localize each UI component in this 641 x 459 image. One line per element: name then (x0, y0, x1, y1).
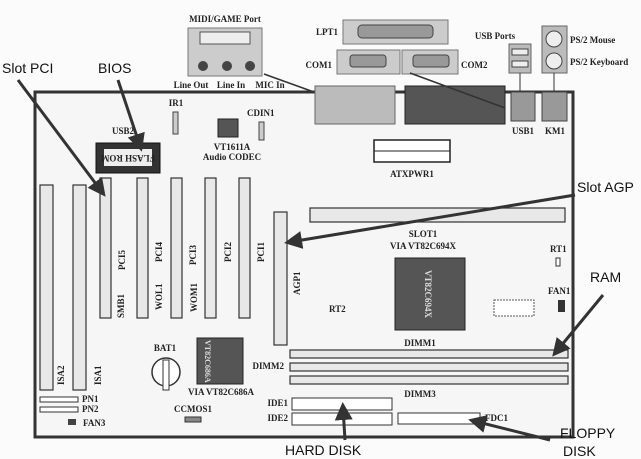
usb1-label: USB1 (512, 126, 535, 136)
bios-chip: FLASH ROM (95, 142, 161, 174)
rt1-sensor (555, 257, 561, 267)
annotation-floppy: FLOPPY (560, 425, 616, 441)
com1-label: COM1 (306, 60, 333, 70)
atx-power-connector: ATXPWR1 (373, 139, 451, 179)
agp1-label: AGP1 (292, 271, 302, 295)
annotation-ram: RAM (590, 269, 621, 285)
pci5-slot (99, 177, 112, 319)
line-out-label: Line Out (174, 80, 209, 90)
usb-ports-label: USB Ports (475, 31, 516, 41)
bios-chip-label: FLASH ROM (100, 153, 155, 163)
midi-game-port: MIDI/GAME Port Line Out Line In MIC In (174, 14, 351, 106)
pn1-header (39, 396, 79, 403)
pci2-label: PCI2 (223, 242, 233, 262)
annotation-hard-disk: HARD DISK (285, 442, 362, 458)
rt1-label: RT1 (550, 244, 567, 254)
arrow-floppy (468, 415, 551, 442)
annotation-slot-pci: Slot PCI (2, 60, 53, 76)
ps2-keyboard-label: PS/2 Keyboard (570, 57, 628, 67)
northbridge-chip: VT82C694X (394, 257, 466, 331)
audio-chip-label: VT1611A (214, 142, 251, 152)
northbridge-label: VIA VT82C694X (390, 241, 457, 251)
dimm3-slot (289, 375, 569, 385)
pci3-slot (170, 177, 183, 319)
dimm2-label: DIMM2 (253, 361, 285, 371)
fan3-label: FAN3 (83, 418, 106, 428)
arrow-hard-disk (334, 402, 353, 441)
cdin1-label: CDIN1 (247, 108, 275, 118)
pn1-label: PN1 (82, 394, 99, 404)
jumper-block (493, 299, 535, 317)
ccmos1-jumper (184, 416, 202, 423)
line-in-label: Line In (217, 80, 245, 90)
dimm1-label: DIMM1 (404, 338, 436, 348)
agp1-slot (273, 211, 288, 346)
pci1-label: PCI1 (256, 242, 266, 262)
annotation-disk: DISK (563, 443, 596, 459)
fan1-label: FAN1 (548, 286, 571, 296)
slot1-cpu-slot (309, 207, 566, 223)
usb1-header (510, 91, 536, 122)
dimm3-label: DIMM3 (404, 389, 436, 399)
wom1-label: WOM1 (189, 283, 199, 312)
annotation-bios: BIOS (98, 60, 131, 76)
arrow-slot-agp (284, 193, 576, 249)
isa1-slot (72, 184, 87, 391)
pci2-slot (204, 177, 217, 319)
pci3-label: PCI3 (188, 245, 198, 265)
northbridge-chip-label: VT82C694X (423, 270, 433, 319)
usb2-label: USB2 (112, 126, 135, 136)
fdc1-label: FDC1 (485, 413, 508, 423)
arrow-bios (116, 79, 145, 152)
audio-chip-desc: Audio CODEC (203, 152, 261, 162)
battery-clip (162, 359, 170, 391)
slot1-label: SLOT1 (409, 229, 438, 239)
usb-ps2-ports: USB Ports PS/2 Mouse PS/2 Keyboard USB1 … (475, 25, 628, 136)
ir1-header (172, 111, 179, 135)
midi-game-label: MIDI/GAME Port (189, 14, 261, 24)
ccmos1-label: CCMOS1 (174, 404, 212, 414)
lpt-com-ports: LPT1 COM1 COM2 (306, 19, 506, 125)
fan1-header (558, 300, 565, 312)
ide2-label: IDE2 (267, 413, 288, 423)
serial-header (404, 85, 506, 125)
pci4-slot (136, 177, 149, 319)
wol1-label: WOL1 (154, 283, 164, 310)
lpt1-label: LPT1 (316, 27, 339, 37)
atxpwr1-label: ATXPWR1 (390, 169, 434, 179)
ps2-mouse-label: PS/2 Mouse (570, 35, 615, 45)
bat1-label: BAT1 (154, 343, 177, 353)
pci1-slot (238, 177, 251, 319)
arrow-ram (552, 294, 605, 357)
pn2-header (39, 406, 79, 413)
mic-in-label: MIC In (255, 80, 284, 90)
ide1-label: IDE1 (267, 398, 288, 408)
fdc1-connector (397, 412, 481, 425)
km1-label: KM1 (545, 126, 565, 136)
ir1-label: IR1 (169, 98, 184, 108)
annotation-slot-agp: Slot AGP (577, 179, 634, 195)
pn2-label: PN2 (82, 404, 99, 414)
dimm1-slot (289, 349, 569, 359)
com2-label: COM2 (461, 60, 488, 70)
smb1-label: SMB1 (116, 293, 126, 318)
pci4-label: PCI4 (154, 242, 164, 262)
km1-header (541, 91, 568, 122)
audio-codec-chip (217, 118, 239, 138)
southbridge-label: VIA VT82C686A (188, 387, 255, 397)
dimm2-slot (289, 362, 569, 372)
fan3-header (68, 419, 76, 425)
parallel-header (314, 85, 396, 125)
isa2-slot (39, 184, 54, 391)
southbridge-chip-label: VT82C686A (203, 340, 212, 383)
rt2-label: RT2 (329, 304, 346, 314)
cdin1-header (258, 121, 265, 141)
arrow-slot-pci (16, 79, 106, 197)
pci5-label: PCI5 (117, 250, 127, 270)
isa1-label: ISA1 (93, 365, 103, 385)
southbridge-chip: VT82C686A (196, 337, 244, 385)
isa2-label: ISA2 (56, 365, 66, 385)
